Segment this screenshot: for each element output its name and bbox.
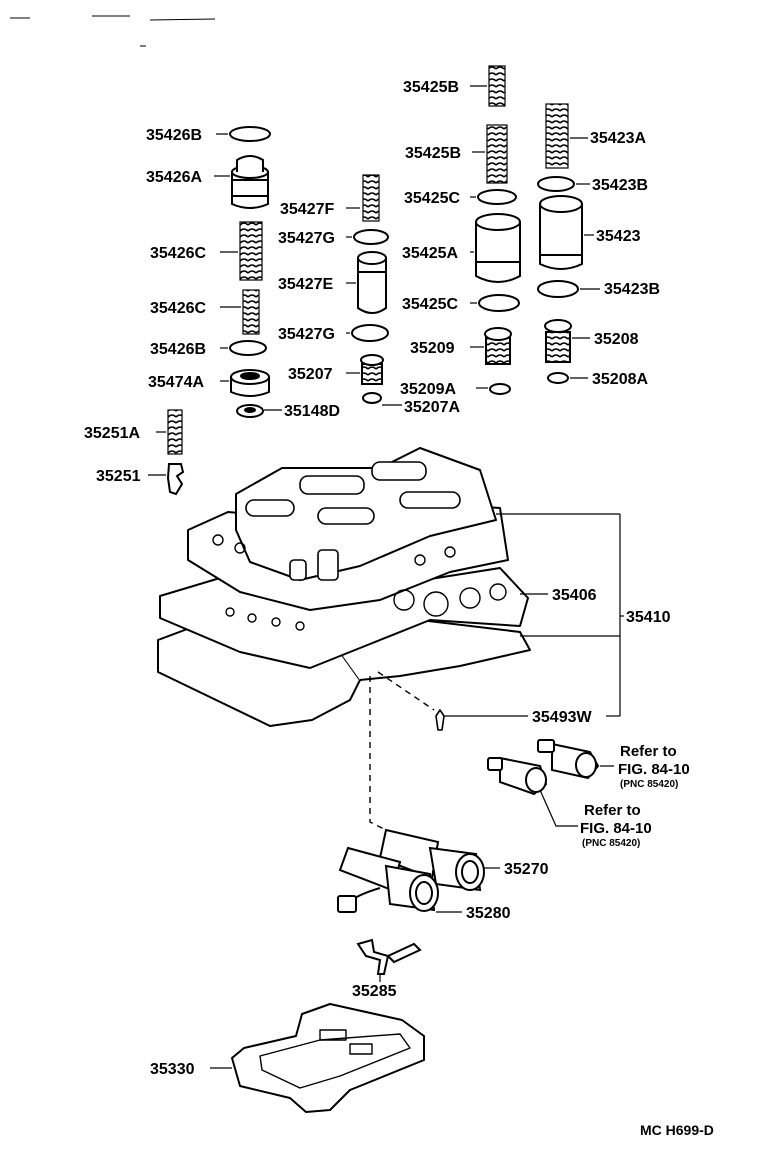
spring-35426C-top	[239, 221, 263, 281]
label-35208: 35208	[594, 331, 639, 348]
label-35148D: 35148D	[284, 403, 340, 420]
ring-35426B-top	[229, 126, 271, 142]
leader-lines	[148, 85, 624, 1069]
label-35425C: 35425C	[402, 296, 458, 313]
figure-reference: FIG. 84-10	[618, 761, 690, 778]
piston-35426A	[231, 155, 269, 209]
label-35423B: 35423B	[592, 177, 648, 194]
solenoid-35270	[378, 828, 485, 892]
label-35208A: 35208A	[592, 371, 648, 388]
label-35209A: 35209A	[400, 381, 456, 398]
piston-35423	[539, 195, 583, 270]
label-35209: 35209	[410, 340, 455, 357]
label-35426B: 35426B	[150, 341, 206, 358]
label-35425A: 35425A	[402, 245, 458, 262]
label-35427F: 35427F	[280, 201, 334, 218]
label-35423B: 35423B	[604, 281, 660, 298]
label-35426B: 35426B	[146, 127, 202, 144]
solenoid-ref-lower	[487, 756, 548, 796]
label-35280: 35280	[466, 905, 511, 922]
ring-35427G-top	[353, 229, 389, 245]
washer-35148D	[236, 404, 264, 418]
label-35493W: 35493W	[532, 709, 592, 726]
ring-35427G-bot	[351, 324, 389, 342]
label-35251: 35251	[96, 468, 141, 485]
retainer-35251	[166, 463, 185, 496]
label-35425C: 35425C	[404, 190, 460, 207]
label-35423A: 35423A	[590, 130, 646, 147]
figure-reference: FIG. 84-10	[580, 820, 652, 837]
ring-35209A	[489, 383, 511, 395]
label-35207A: 35207A	[404, 399, 460, 416]
valve-35207	[360, 354, 384, 385]
ring-35425C-bot	[478, 294, 520, 312]
valve-35208	[544, 319, 572, 363]
label-35426A: 35426A	[146, 169, 202, 186]
refer-to-text: Refer to	[584, 802, 641, 819]
bracket-35285	[356, 938, 422, 975]
label-35426C: 35426C	[150, 245, 206, 262]
spring-35425B-mid	[486, 124, 508, 184]
scan-specks	[10, 15, 216, 47]
dashed-alignment-line	[369, 671, 435, 831]
solenoid-35280	[337, 846, 439, 913]
solenoid-ref-upper	[537, 739, 600, 780]
label-35330: 35330	[150, 1061, 195, 1078]
label-35207: 35207	[288, 366, 333, 383]
label-35427G: 35427G	[278, 230, 335, 247]
pnc-reference: (PNC 85420)	[582, 838, 640, 849]
reference-note-lower: Refer to FIG. 84-10 (PNC 85420)	[580, 802, 652, 849]
label-35427E: 35427E	[278, 276, 333, 293]
label-35251A: 35251A	[84, 425, 140, 442]
label-35474A: 35474A	[148, 374, 204, 391]
piston-35425A	[475, 213, 521, 283]
label-35425B: 35425B	[405, 145, 461, 162]
label-35423: 35423	[596, 228, 641, 245]
spring-35251A	[167, 409, 183, 455]
spring-35425B-top	[488, 65, 506, 107]
label-35406: 35406	[552, 587, 597, 604]
valve-35209	[484, 327, 512, 365]
spring-35423A	[545, 103, 569, 169]
label-35410: 35410	[626, 609, 671, 626]
ring-35426B-bot	[229, 340, 267, 356]
label-35270: 35270	[504, 861, 549, 878]
label-35427G: 35427G	[278, 326, 335, 343]
ring-35423B-bot	[537, 280, 579, 298]
refer-to-text: Refer to	[620, 743, 677, 760]
strainer-35330	[231, 1003, 425, 1113]
ring-35208A	[547, 372, 569, 384]
label-35285: 35285	[352, 983, 397, 1000]
reference-note-upper: Refer to FIG. 84-10 (PNC 85420)	[618, 743, 690, 790]
valve-body-assembly	[157, 447, 531, 731]
plunger-35427E	[357, 251, 387, 314]
piston-35474A	[230, 369, 270, 397]
spring-35427F	[362, 174, 380, 222]
diagram-code: MC H699-D	[640, 1122, 714, 1138]
pnc-reference: (PNC 85420)	[620, 779, 678, 790]
label-35426C: 35426C	[150, 300, 206, 317]
part-labels: 35425B 35425B 35423A 35426B 35423B 35426…	[84, 79, 671, 1078]
ring-35423B-top	[537, 176, 575, 192]
ring-35425C-top	[477, 189, 517, 205]
ring-35207A	[362, 392, 382, 404]
spring-35426C-bot	[242, 289, 260, 335]
label-35425B: 35425B	[403, 79, 459, 96]
